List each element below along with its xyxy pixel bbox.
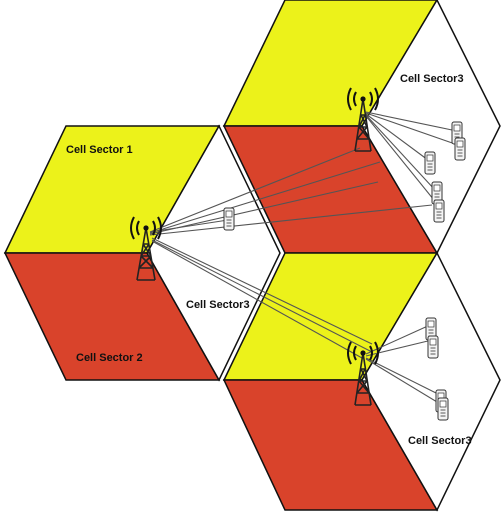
- mobile-phone-icon: [433, 199, 445, 223]
- mobile-phone-icon: [437, 397, 449, 421]
- cell-2-sector-3-label: Cell Sector3: [400, 73, 464, 85]
- cell-3: [222, 251, 501, 512]
- cell-2-sector-white: [361, 0, 501, 255]
- mobile-phone-icon: [427, 335, 439, 359]
- cell-1-sector-3: [146, 124, 281, 382]
- cell-3-sector-white: [361, 251, 501, 512]
- cell-1-sector-3-label: Cell Sector3: [186, 299, 250, 311]
- cell-1: [3, 124, 281, 382]
- tower-icon: [130, 216, 162, 281]
- cell-3-sector-3-label: Cell Sector3: [408, 435, 472, 447]
- cell-1-sector-2-label: Cell Sector 2: [76, 352, 143, 364]
- tower-icon: [347, 341, 379, 406]
- mobile-phone-icon: [223, 207, 235, 231]
- radio-links: [149, 111, 459, 406]
- cell-1-sector-1-label: Cell Sector 1: [66, 144, 133, 156]
- mobile-phone-icon: [454, 137, 466, 161]
- tower-icon: [347, 87, 379, 152]
- mobile-phone-icon: [424, 151, 436, 175]
